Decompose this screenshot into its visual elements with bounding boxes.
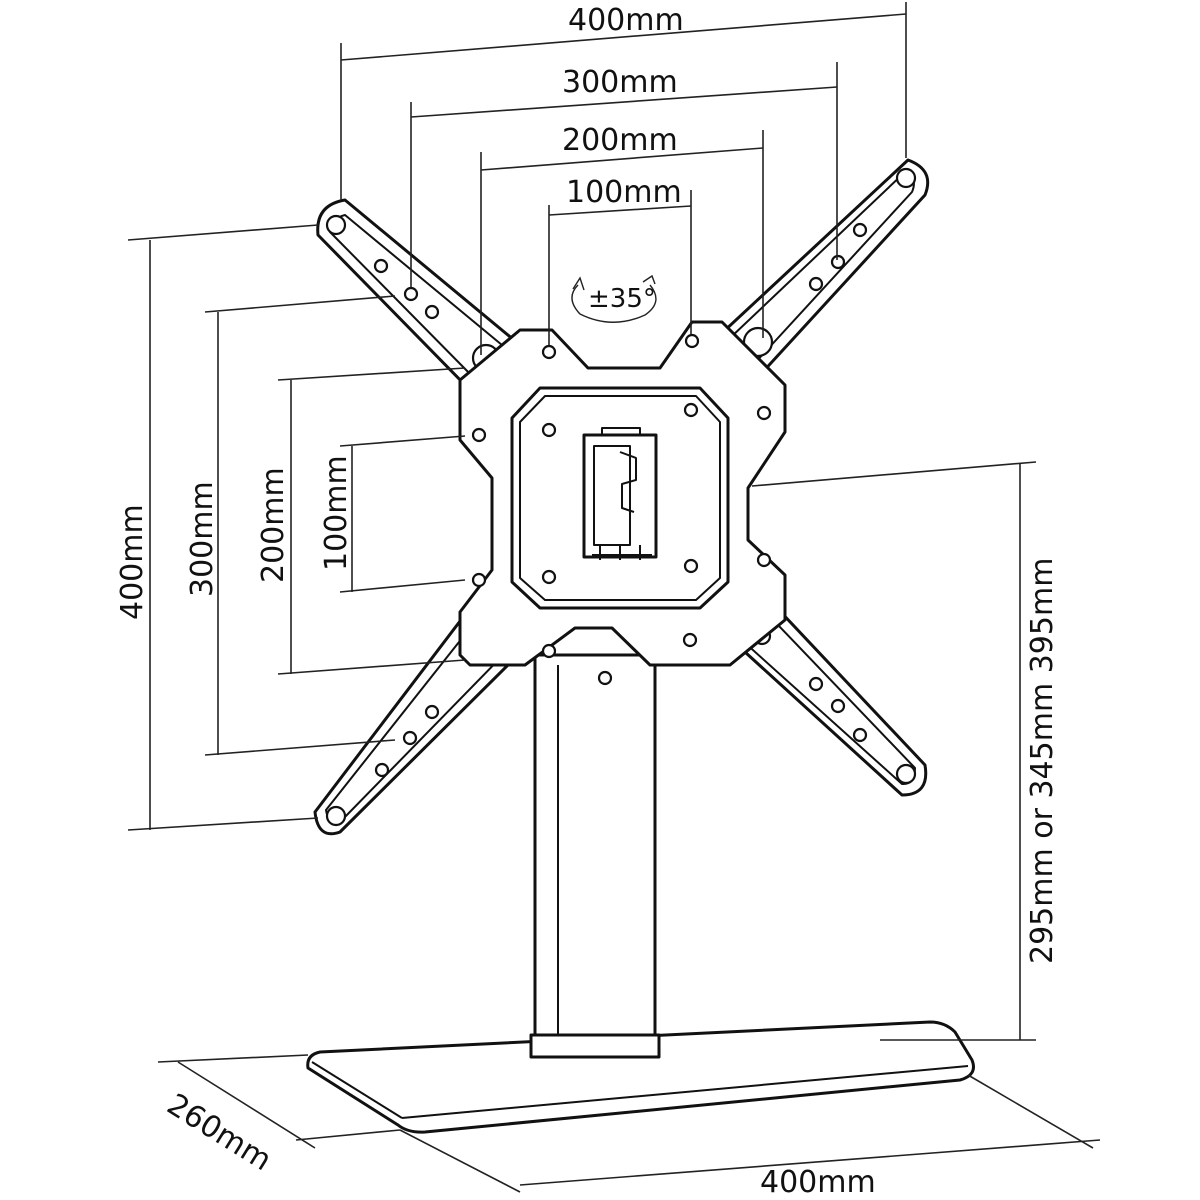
base-plate <box>306 1020 975 1134</box>
top-dimensions: 400mm 300mm 200mm 100mm <box>340 2 907 355</box>
height-dimension: 295mm or 345mm 395mm <box>751 461 1060 1041</box>
left-dimensions: 400mm 300mm 200mm 100mm <box>115 224 466 831</box>
left-200mm-label: 200mm <box>256 467 291 583</box>
base-400mm-label: 400mm <box>760 1165 876 1200</box>
base-260mm-label: 260mm <box>161 1087 278 1178</box>
top-100mm-label: 100mm <box>566 175 682 210</box>
height-range-label: 295mm or 345mm 395mm <box>1025 558 1060 964</box>
top-200mm-label: 200mm <box>562 123 678 158</box>
swivel-bracket <box>582 427 658 560</box>
stand-column <box>529 653 661 1059</box>
rotation-indicator: ±35° <box>571 274 657 323</box>
top-400mm-label: 400mm <box>568 3 684 38</box>
top-300mm-label: 300mm <box>562 65 678 100</box>
left-400mm-label: 400mm <box>115 504 150 620</box>
rotation-label: ±35° <box>588 284 656 314</box>
left-100mm-label: 100mm <box>319 455 354 571</box>
left-300mm-label: 300mm <box>185 481 220 597</box>
